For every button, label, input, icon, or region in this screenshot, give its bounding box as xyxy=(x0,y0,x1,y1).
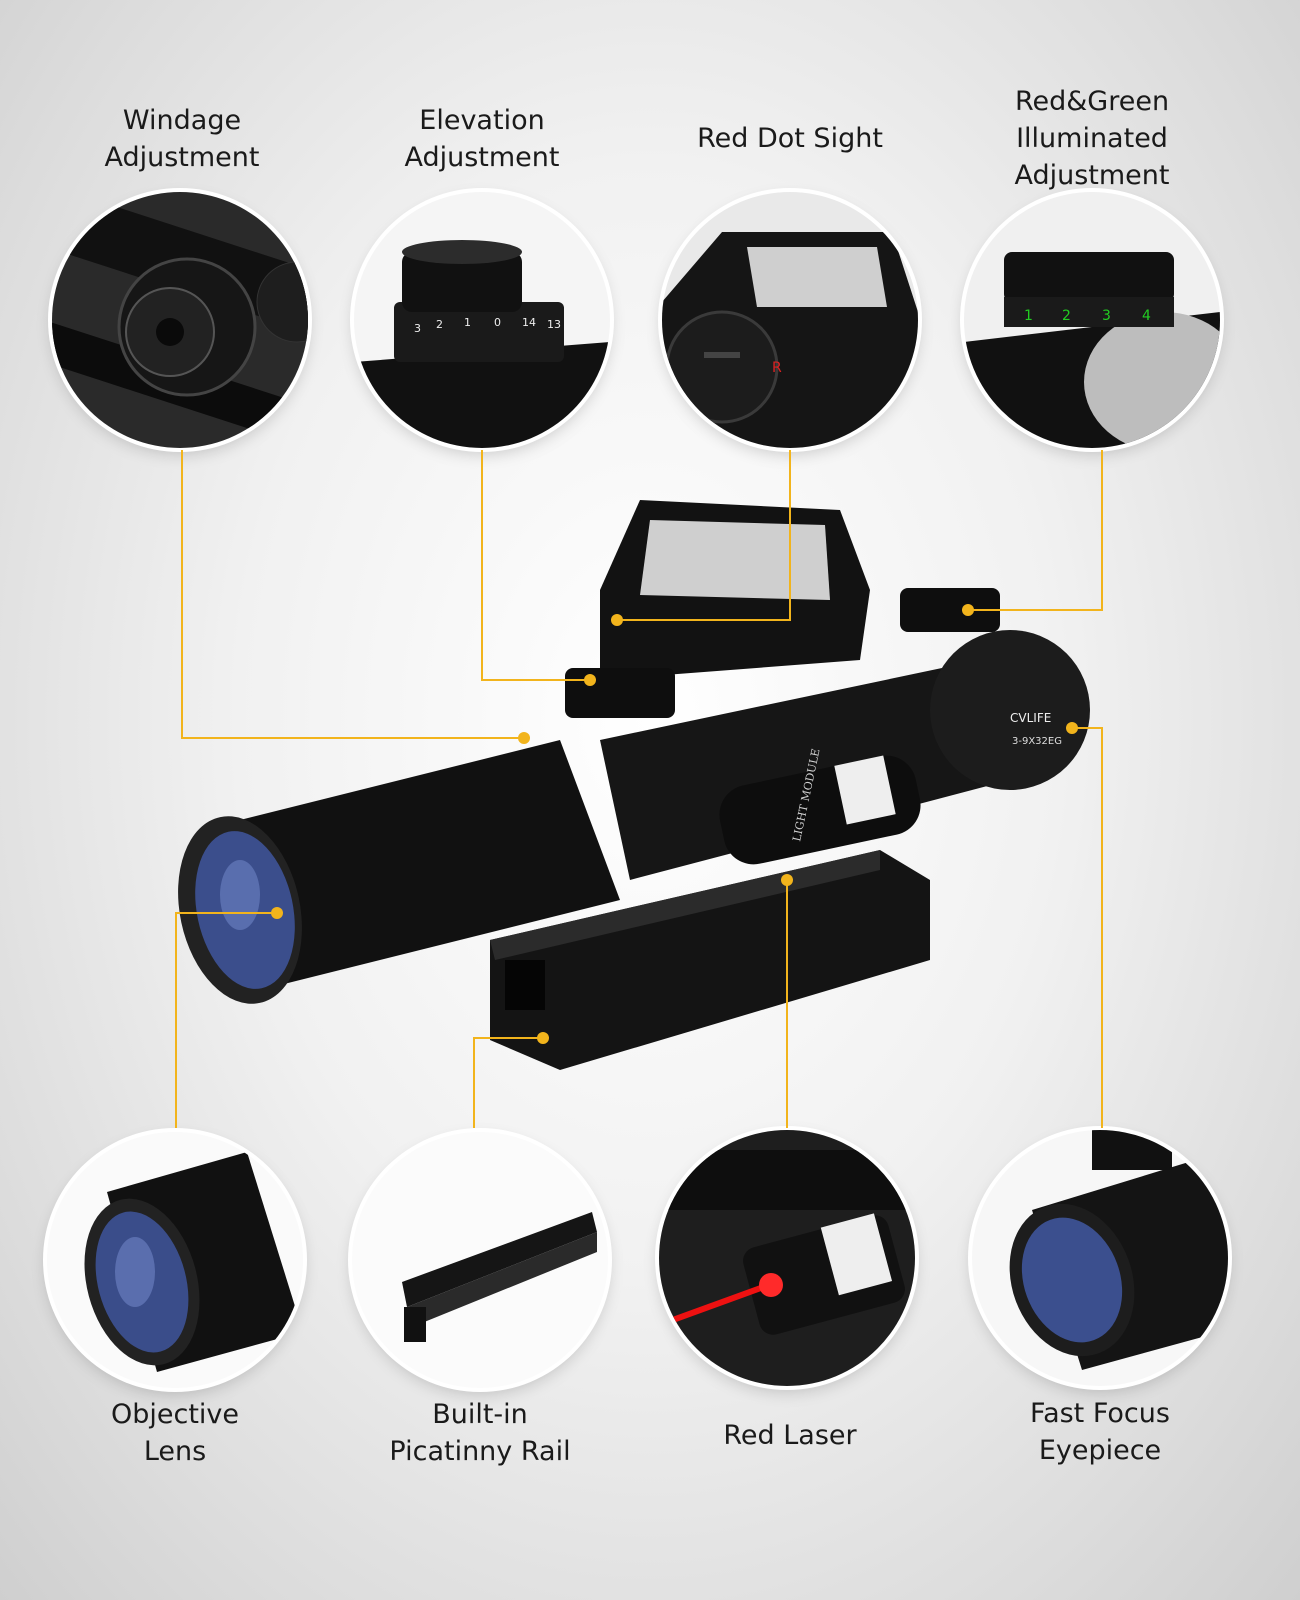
brand-logo-text: CVLIFE xyxy=(1010,711,1051,725)
detail-eyepiece xyxy=(972,1130,1228,1386)
dial-number: 2 xyxy=(1062,308,1071,324)
dial-number: 0 xyxy=(494,316,501,329)
detail-windage-knob xyxy=(52,192,308,448)
label-line: Red Dot Sight xyxy=(697,123,883,154)
label-line: Red&Green xyxy=(1014,86,1170,117)
leader-rail xyxy=(473,1037,543,1128)
label-line: Windage xyxy=(122,105,242,136)
dot-red-dot xyxy=(611,614,623,626)
dial-number: 2 xyxy=(436,318,443,331)
dial-number: 3 xyxy=(1102,308,1111,324)
dot-eyepiece xyxy=(1066,722,1078,734)
label-line: Illuminated xyxy=(1016,123,1168,154)
dot-elevation xyxy=(584,674,596,686)
label-line: Elevation xyxy=(419,105,545,136)
detail-red-dot-sight: R xyxy=(662,192,918,448)
label-line: Eyepiece xyxy=(1038,1435,1162,1466)
dial-number: 1 xyxy=(464,316,471,329)
leader-eyepiece xyxy=(1072,727,1103,1128)
detail-red-laser xyxy=(659,1130,915,1386)
label-line: Adjustment xyxy=(404,142,560,173)
label-red-dot-sight: Red Dot Sight xyxy=(640,120,940,157)
label-line: Fast Focus xyxy=(1030,1398,1170,1429)
label-line: Objective xyxy=(110,1399,240,1430)
leader-elevation xyxy=(481,450,590,681)
label-line: Adjustment xyxy=(104,142,260,173)
label-line: Red Laser xyxy=(723,1420,857,1451)
leader-dots xyxy=(271,604,1078,1044)
detail-picatinny-rail xyxy=(352,1132,608,1388)
dial-number: 14 xyxy=(522,316,536,329)
dot-windage xyxy=(518,732,530,744)
dial-number: 3 xyxy=(414,322,421,335)
label-line: Adjustment xyxy=(1014,160,1170,191)
model-text: 3-9X32EG xyxy=(1012,736,1062,747)
dial-number: 4 xyxy=(1142,308,1151,324)
dot-objective xyxy=(271,907,283,919)
leader-windage xyxy=(181,450,524,739)
dot-rail xyxy=(537,1032,549,1044)
label-line: Picatinny Rail xyxy=(389,1436,571,1467)
leader-objective xyxy=(175,912,277,1128)
leader-illumination xyxy=(968,450,1103,611)
leader-red-dot xyxy=(617,450,791,621)
scope-product: LIGHT MODULE CVLIFE 3-9X32EG xyxy=(178,500,1090,1070)
dial-number: 1 xyxy=(1024,308,1033,324)
detail-elevation-turret: 3 2 1 0 14 13 xyxy=(354,192,610,448)
detail-objective-lens xyxy=(47,1132,303,1388)
dot-laser xyxy=(781,874,793,886)
label-line: Built-in xyxy=(432,1399,528,1430)
label-red-laser: Red Laser xyxy=(640,1417,940,1454)
red-dot-mark: R xyxy=(772,360,782,376)
dot-illumination xyxy=(962,604,974,616)
dial-number: 13 xyxy=(547,318,561,331)
leader-lines xyxy=(175,450,1103,1128)
label-line: Lens xyxy=(143,1436,207,1467)
